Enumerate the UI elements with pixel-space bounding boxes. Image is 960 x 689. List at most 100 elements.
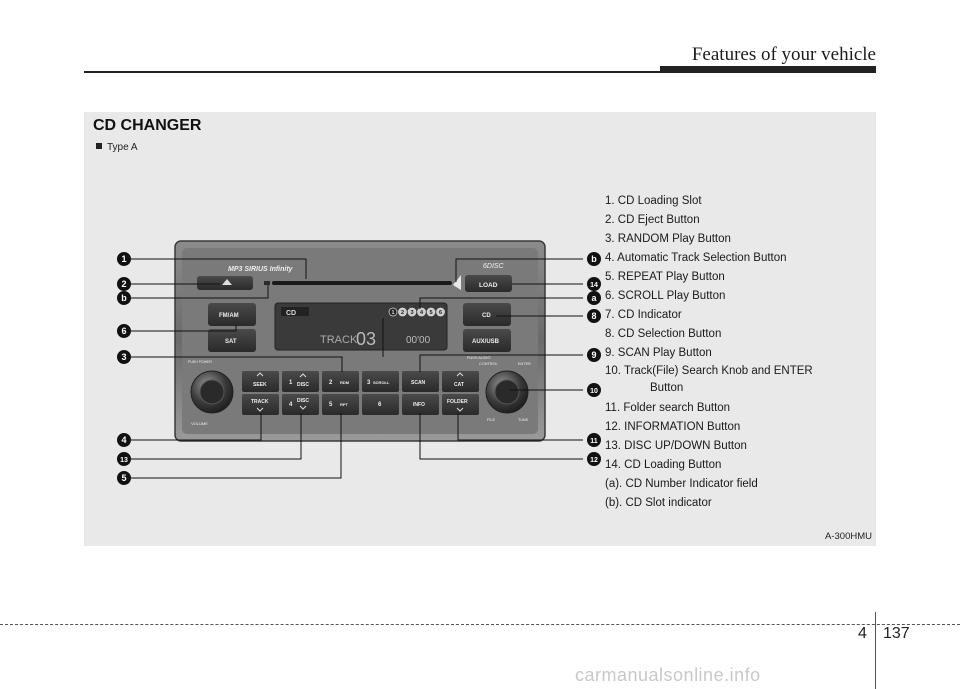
track-down-icon [256,407,264,412]
cd-loading-slot[interactable] [272,281,452,285]
type-label: Type A [96,142,138,153]
disc-number-label: 2 [401,310,404,316]
disc-down-button[interactable] [282,394,319,415]
scroll-label: SCROLL [373,380,390,385]
scan-button[interactable] [402,371,439,392]
legend-item: 6. SCROLL Play Button [605,290,726,302]
type-label-text: Type A [107,142,138,153]
folder-button[interactable] [442,394,479,415]
cat-up-icon [456,372,464,377]
legend-item: (a). CD Number Indicator field [605,478,758,490]
legend-item: 14. CD Loading Button [605,459,722,471]
callout-leader-lines [131,258,583,479]
callout-badge [117,350,131,364]
legend-item: 2. CD Eject Button [605,214,700,226]
cd-indicator-label: CD [286,310,296,317]
preset-3-label: 3 [367,380,371,386]
legend-item: 3. RANDOM Play Button [605,233,731,245]
cd-button-label: CD [482,313,491,319]
disc-down-label: DISC [297,398,309,404]
callout-badge-label: a [591,293,597,303]
track-button-label: TRACK [251,399,269,405]
six-disc-logo: 6DISC [483,263,505,270]
callout-badge [587,309,601,323]
track-search-knob-center [494,379,520,405]
disc-number-label: 4 [420,310,424,316]
chapter-number: 4 [858,625,867,642]
push-power-label: PUSH POWER [188,360,212,364]
callout-badge [587,252,601,266]
callout-badge-label: 14 [590,282,598,289]
disc-number-label: 5 [429,310,432,316]
disc-up-button[interactable] [282,371,319,392]
page-number: 137 [883,625,910,642]
preset-6-button[interactable] [362,394,399,415]
track-button[interactable] [242,394,279,415]
cat-button[interactable] [442,371,479,392]
header-rule [84,71,876,73]
callout-badge-label: b [121,293,127,303]
eject-icon [222,279,232,285]
random-button[interactable] [322,371,359,392]
legend-item-line: 10. Track(File) Search Knob and ENTER [605,365,813,377]
callout-badge-label: 2 [121,279,126,289]
scroll-button[interactable] [362,371,399,392]
info-button[interactable] [402,394,439,415]
callout-badge [117,452,131,466]
seek-up-icon [256,372,264,377]
cat-label: CAT [454,382,464,388]
disc-up-label: DISC [297,382,309,388]
callout-badge [587,383,601,397]
preset-5-label: 5 [329,402,333,408]
callout-badge-label: b [591,254,597,264]
rpt-label: RPT [340,402,349,407]
seek-label: SEEK [253,382,267,388]
header-rule-thick [660,66,876,72]
disc-number-marker [436,307,445,317]
disc-number-label: 6 [439,310,442,316]
file-label: FILE [487,418,495,422]
callout-badge-label: 3 [121,352,126,362]
disc-number-marker [398,307,407,317]
seek-button[interactable] [242,371,279,392]
disc-number-label: 1 [391,310,394,316]
page-header-title: Features of your vehicle [691,44,876,65]
fm-am-button[interactable] [208,303,256,326]
folder-label: FOLDER [447,399,468,405]
push-audio-label: PUSH AUDIO [467,356,490,360]
callout-badge-label: 9 [591,350,596,360]
legend-item: 4. Automatic Track Selection Button [605,252,787,264]
callout-badge [117,324,131,338]
legend-item: 9. SCAN Play Button [605,347,712,359]
preset-2-label: 2 [329,380,333,386]
callout-badge [587,277,601,291]
disc-number-label: 3 [410,310,413,316]
sat-button[interactable] [208,329,256,352]
preset-1-label: 1 [289,380,293,386]
disc-number-marker [407,307,417,317]
legend-item: 11. Folder search Button [605,402,731,414]
load-button[interactable] [465,275,512,292]
callout-badge [117,471,131,485]
cd-button[interactable] [463,303,511,326]
callout-badge [587,348,601,362]
disc-down-icon [299,405,307,410]
callout-badge-label: 4 [121,435,126,445]
control-label: CONTROL [479,362,498,366]
callout-badge [587,291,601,305]
callout-badge [117,433,131,447]
aux-usb-label: AUX/USB [472,339,500,345]
image-id-label: A-300HMU [825,531,872,542]
load-button-label: LOAD [479,282,498,289]
callout-badge-label: 8 [591,311,596,321]
callout-badge-label: 11 [590,438,598,445]
aux-usb-button[interactable] [463,329,511,352]
track-time: 00'00 [406,335,431,346]
volume-label: VOLUME [191,421,208,426]
repeat-button[interactable] [322,394,359,415]
disc-number-marker [426,307,436,317]
callout-badge-label: 12 [590,457,598,464]
